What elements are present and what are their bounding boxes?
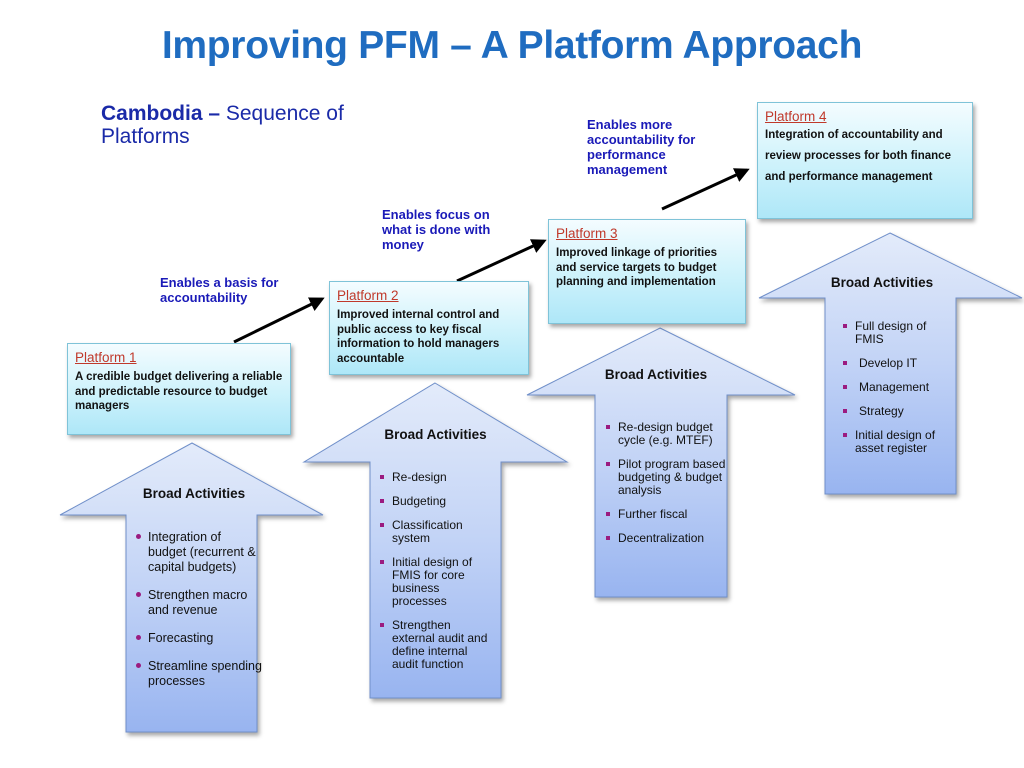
activity-item: Streamline spending processes (134, 659, 262, 689)
activities-1-header: Broad Activities (142, 486, 246, 501)
activity-item: Classification system (378, 519, 496, 545)
activity-item: Develop IT (841, 357, 953, 370)
platform-3-description: Improved linkage of priorities and servi… (556, 247, 718, 288)
activity-item: Further fiscal (604, 508, 728, 521)
activity-item: Strengthen macro and revenue (134, 588, 262, 618)
activity-item: Initial design of asset register (841, 429, 953, 455)
up-arrow-3 (526, 327, 796, 598)
activity-item: Re-design (378, 471, 496, 484)
platform-4-title: Platform 4 (765, 109, 827, 124)
platform-2-box: Platform 2 Improved internal control and… (329, 281, 529, 375)
up-arrow-4 (758, 232, 1023, 495)
platform-1-box: Platform 1 A credible budget delivering … (67, 343, 291, 435)
connector-arrow-3 (661, 168, 750, 211)
subtitle-country: Cambodia – (101, 102, 221, 125)
connector-arrow-1 (233, 297, 325, 344)
platform-3-box: Platform 3 Improved linkage of prioritie… (548, 219, 746, 324)
platform-2-title: Platform 2 (337, 288, 399, 303)
activity-item: Strategy (841, 405, 953, 418)
enabler-label-3: Enables more accountability for performa… (587, 117, 696, 177)
activities-4-header: Broad Activities (830, 275, 934, 290)
activity-item: Budgeting (378, 495, 496, 508)
activities-4-list: Full design of FMIS Develop IT Managemen… (841, 320, 953, 466)
activity-item: Decentralization (604, 532, 728, 545)
enabler-label-2: Enables focus on what is done with money (382, 207, 491, 252)
activities-3-list: Re-design budget cycle (e.g. MTEF) Pilot… (604, 421, 728, 556)
up-arrow-1 (59, 442, 324, 733)
platform-4-description: Integration of accountability and review… (765, 129, 951, 183)
activities-3-header: Broad Activities (604, 367, 708, 382)
platform-1-title: Platform 1 (75, 350, 137, 365)
platform-4-box: Platform 4 Integration of accountability… (757, 102, 973, 219)
activities-2-list: Re-design Budgeting Classification syste… (378, 471, 496, 682)
subtitle: Cambodia – Sequence of Platforms (101, 102, 391, 148)
activity-item: Pilot program based budgeting & budget a… (604, 458, 728, 497)
activities-1-list: Integration of budget (recurrent & capit… (134, 530, 262, 702)
activity-item: Management (841, 381, 953, 394)
platform-2-description: Improved internal control and public acc… (337, 309, 500, 365)
activity-item: Integration of budget (recurrent & capit… (134, 530, 262, 575)
activity-item: Initial design of FMIS for core business… (378, 556, 496, 608)
subtitle-text: Sequence of Platforms (101, 102, 344, 148)
activity-item: Forecasting (134, 631, 262, 646)
activity-item: Strengthen external audit and define int… (378, 619, 496, 671)
connector-arrow-2 (456, 239, 547, 283)
enabler-label-1: Enables a basis for accountability (160, 275, 279, 305)
page-title: Improving PFM – A Platform Approach (161, 24, 863, 67)
up-arrow-2 (302, 382, 569, 699)
platform-3-title: Platform 3 (556, 226, 618, 241)
platform-1-description: A credible budget delivering a reliable … (75, 371, 283, 412)
activity-item: Full design of FMIS (841, 320, 953, 346)
activity-item: Re-design budget cycle (e.g. MTEF) (604, 421, 728, 447)
activities-2-header: Broad Activities (384, 427, 487, 442)
